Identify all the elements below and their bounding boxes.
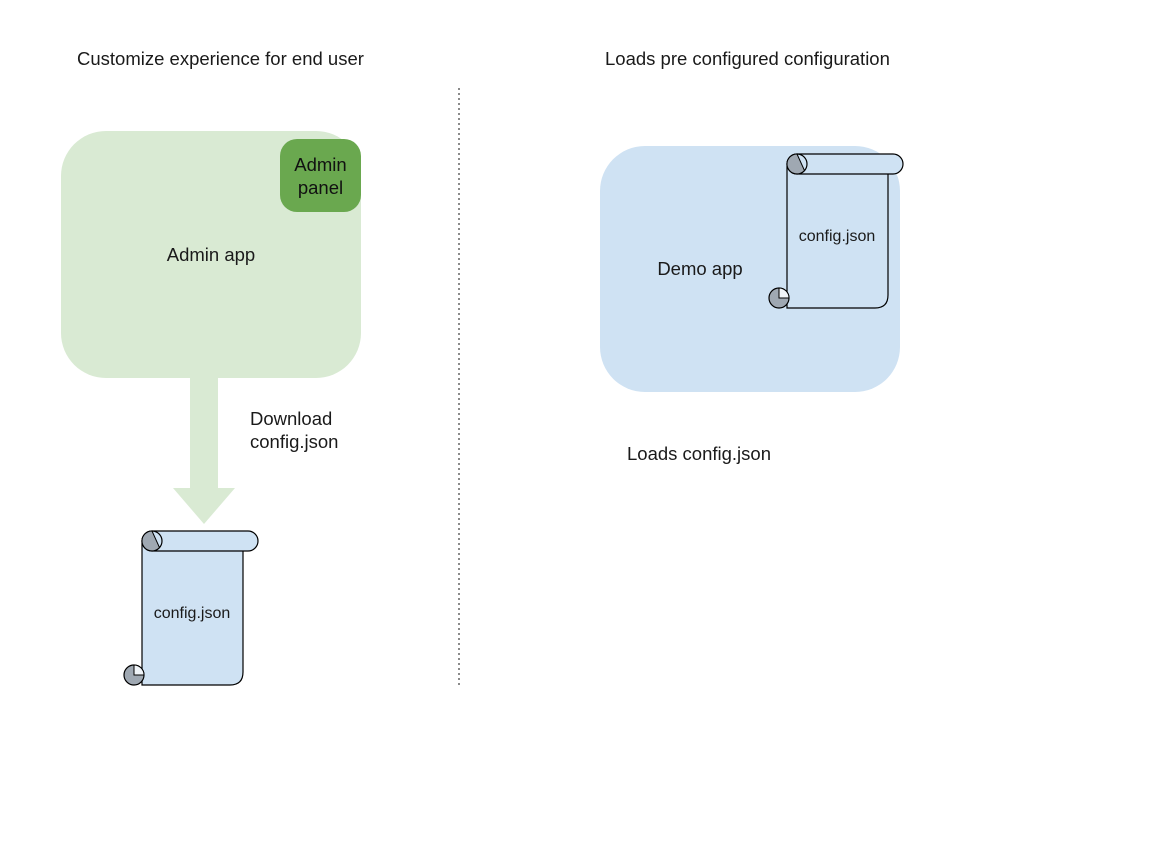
admin-panel-label: Admin panel: [294, 153, 347, 198]
scroll-bottom-curl-notch: [133, 664, 145, 676]
config-json-scroll-left: config.json: [123, 530, 259, 686]
scroll-top-curl-shade: [786, 153, 806, 175]
config-json-label-left: config.json: [154, 605, 231, 622]
admin-app-shape: Admin app Admin panel: [61, 131, 361, 378]
scroll-body: [141, 540, 244, 686]
demo-app-label: Demo app: [657, 258, 743, 279]
right-section-title: Loads pre configured configuration: [605, 48, 890, 69]
admin-panel-shape: Admin panel: [280, 139, 361, 212]
scroll-body: [786, 163, 889, 309]
loads-config-caption: Loads config.json: [627, 443, 771, 464]
download-arrow-icon: [173, 377, 235, 524]
config-json-scroll-right: config.json: [768, 153, 904, 309]
section-divider: [458, 88, 460, 685]
download-arrow-body: [173, 377, 235, 524]
admin-app-label: Admin app: [166, 243, 256, 265]
scroll-top-curl-shade: [141, 530, 161, 552]
left-section-title: Customize experience for end user: [77, 48, 364, 69]
scroll-bottom-curl-notch: [778, 287, 790, 299]
config-json-label-right: config.json: [799, 228, 876, 245]
download-config-caption: Download config.json: [250, 408, 339, 452]
